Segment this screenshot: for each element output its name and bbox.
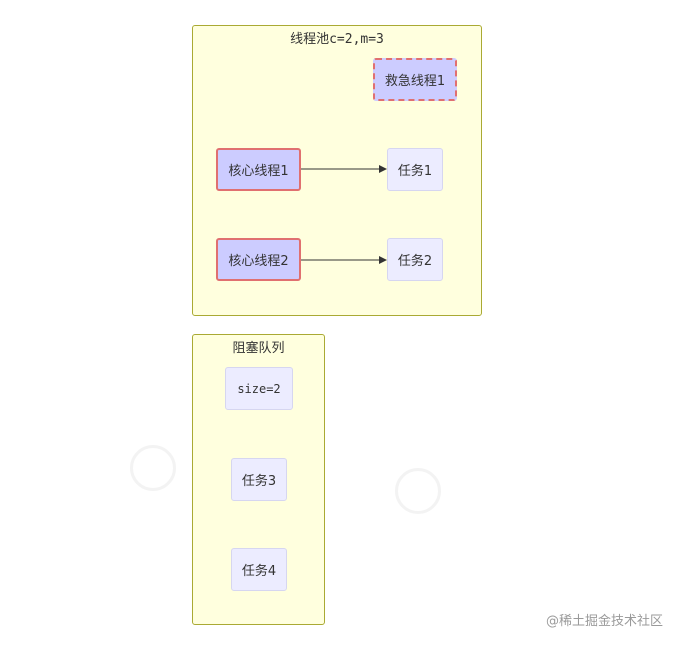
queued-task-4-node: 任务4 xyxy=(231,548,287,591)
watermark-logo-icon xyxy=(395,468,441,514)
emergency-thread-node: 救急线程1 xyxy=(373,58,457,101)
thread-pool-title: 线程池c=2,m=3 xyxy=(290,32,384,47)
watermark-text: @稀土掘金技术社区 xyxy=(545,614,663,629)
queue-size-node: size=2 xyxy=(225,367,293,410)
core-thread-2-node: 核心线程2 xyxy=(216,238,301,281)
running-task-2-node: 任务2 xyxy=(387,238,443,281)
core-thread-1-node: 核心线程1 xyxy=(216,148,301,191)
queued-task-3-node: 任务3 xyxy=(231,458,287,501)
running-task-1-node: 任务1 xyxy=(387,148,443,191)
watermark-logo-icon xyxy=(130,445,176,491)
blocking-queue-title: 阻塞队列 xyxy=(232,341,285,356)
